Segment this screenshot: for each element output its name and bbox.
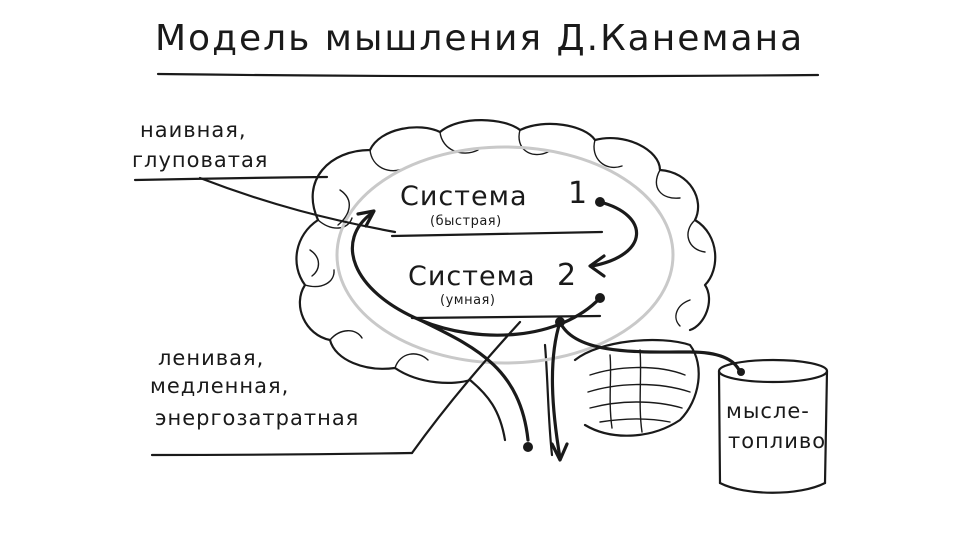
system2-trait-2: медленная, xyxy=(150,374,289,398)
fuel-label-2: топливо xyxy=(728,429,826,453)
system2-traits: ленивая, медленная, энергозатратная xyxy=(150,320,522,457)
system1-trait-1: наивная, xyxy=(140,118,247,142)
system2-down-arrow xyxy=(550,317,742,462)
system1-traits-pointer xyxy=(198,176,397,234)
brain-outline xyxy=(295,119,717,457)
system2-name: Система xyxy=(408,261,536,292)
system2-qualifier: (умная) xyxy=(440,293,495,308)
system2-traits-pointer xyxy=(410,320,522,455)
title-underline xyxy=(156,72,820,78)
system1-number: 1 xyxy=(568,176,587,211)
system1-to-system2-arrow xyxy=(588,197,639,278)
diagram-title: Модель мышления Д.Канемана xyxy=(155,18,804,59)
system1-trait-2: глуповатая xyxy=(132,148,268,172)
fuel-label-1: мысле- xyxy=(726,399,810,423)
system1-traits: наивная, глуповатая xyxy=(132,118,397,234)
system1-block: Система 1 (быстрая) xyxy=(390,176,604,238)
system2-trait-1: ленивая, xyxy=(158,346,264,370)
system1-qualifier: (быстрая) xyxy=(430,214,502,229)
feedback-arrow xyxy=(350,209,605,452)
system2-trait-3: энергозатратная xyxy=(155,406,359,430)
system2-traits-underline xyxy=(150,451,414,457)
system2-block: Система 2 (умная) xyxy=(408,258,602,320)
fuel-barrel: мысле- топливо xyxy=(717,358,829,494)
system1-traits-underline xyxy=(133,175,329,182)
system2-number: 2 xyxy=(557,258,576,293)
mind-oval xyxy=(335,145,675,365)
system1-underline xyxy=(390,230,604,238)
system1-name: Система xyxy=(400,181,528,212)
